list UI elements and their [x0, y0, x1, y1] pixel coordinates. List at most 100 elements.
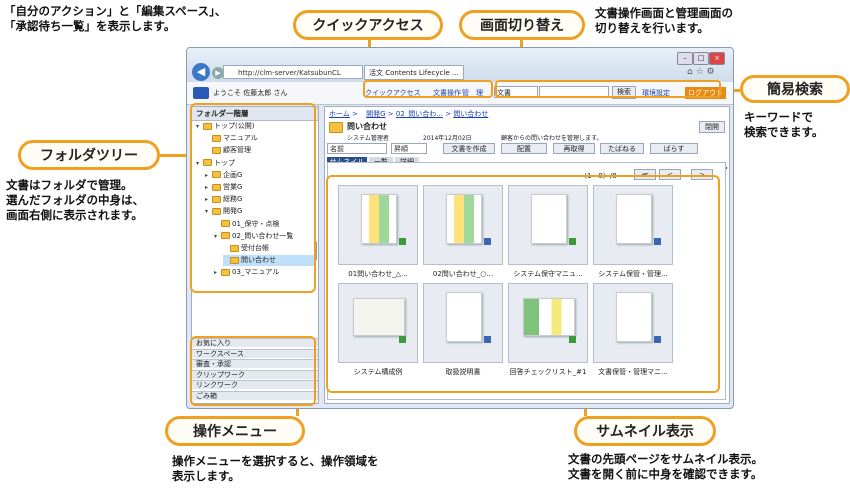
thumbnail-highlight [326, 175, 720, 393]
file-type-icon [399, 336, 406, 343]
action-button[interactable]: 配置 [501, 143, 547, 154]
sidebar-header: フォルダ一階層 [192, 107, 318, 121]
tree-item[interactable]: ▾開発G [205, 206, 242, 217]
tree-item[interactable]: 受付台帳 [223, 243, 269, 254]
quick-search-callout: 簡易検索 [740, 75, 850, 103]
maximize-icon[interactable]: □ [693, 52, 709, 65]
tree-item[interactable]: ▾トップ(公開) [196, 121, 254, 132]
tree-item[interactable]: 問い合わせ [223, 255, 316, 267]
expand-arrow-icon[interactable]: ▾ [205, 208, 209, 216]
thumbnail-card[interactable] [508, 185, 588, 265]
forward-icon[interactable]: ▶ [212, 67, 224, 79]
document-page-icon [531, 194, 567, 244]
tree-item[interactable]: ▸ 営業G [205, 182, 242, 193]
thumbnail-caption[interactable]: システム保管・管理... [598, 270, 668, 278]
tree-item[interactable]: 01_保守・点検 [214, 219, 279, 230]
tree-item-label: 営業G [223, 183, 243, 191]
order-select[interactable]: 昇順 [391, 143, 427, 154]
home-icon[interactable]: ⌂ ☆ ⚙ [687, 67, 715, 77]
tree-item-label: 01_保守・点検 [232, 219, 280, 228]
action-button[interactable]: 再取得 [553, 143, 595, 154]
file-type-icon [654, 336, 661, 343]
thumbnail-caption[interactable]: 回答チェックリスト_#1 [509, 368, 587, 376]
thumbnail-card[interactable] [338, 283, 418, 363]
collapse-arrow-icon[interactable]: ▸ [205, 171, 209, 179]
thumbnail-card[interactable] [423, 283, 503, 363]
breadcrumb-devg[interactable]: 開発G [366, 110, 386, 118]
thumbnail-card[interactable] [593, 283, 673, 363]
address-bar[interactable]: http://clm-server/KatsubunCL [223, 65, 363, 79]
action-button[interactable]: 文書を作成 [443, 143, 495, 154]
thumbnail-caption[interactable]: 01問い合わせ_△... [348, 270, 408, 278]
folder-icon [212, 171, 221, 179]
thumbnail-card[interactable] [593, 185, 673, 265]
folder-description: 顧客からの問い合わせを管理します。 [501, 135, 603, 142]
tree-item[interactable]: 顧客管理 [205, 145, 251, 156]
sort-select[interactable]: 名前 [327, 143, 387, 154]
tree-item[interactable]: ▾ トップ [196, 158, 235, 169]
folder-icon [230, 244, 239, 252]
folder-icon [230, 256, 239, 264]
tree-item-label: 02_問い合わせ一覧 [232, 231, 294, 240]
close-icon[interactable]: × [709, 52, 725, 65]
breadcrumb-home[interactable]: ホーム [329, 110, 350, 118]
thumbnail-card[interactable] [508, 283, 588, 363]
quick-access-highlight [363, 80, 493, 98]
menu-item[interactable]: リンクワーク [192, 380, 318, 389]
folder-icon [203, 159, 212, 167]
admin-link[interactable]: 管 理 [462, 89, 483, 97]
operation-menu-note: 操作メニューを選択すると、操作領域を 表示します。 [172, 454, 379, 483]
folder-date: 2014年12月02日 [423, 135, 472, 142]
file-type-icon [569, 336, 576, 343]
browser-tab[interactable]: 活文 Contents Lifecycle ... [364, 65, 464, 80]
collapse-arrow-icon[interactable]: ▸ [205, 184, 209, 191]
top-left-annotation: 「自分のアクション」と「編集スペース」、 「承認待ち一覧」を表示します。 [4, 4, 227, 33]
back-icon[interactable]: ◀ [192, 63, 210, 81]
expand-arrow-icon[interactable]: ▾ [214, 232, 218, 240]
thumbnail-caption[interactable]: システム保守マニュ... [513, 270, 583, 278]
thumbnail-card[interactable] [423, 185, 503, 265]
tree-item-label: 総務G [223, 195, 243, 204]
thumbnail-caption[interactable]: 02問い合わせ_○... [432, 270, 494, 278]
tree-item[interactable]: ▾ 02_問い合わせ一覧 [214, 231, 293, 242]
tree-item-label: マニュアル [223, 134, 258, 143]
tree-item[interactable]: ▸ 総務G [205, 194, 242, 205]
menu-item[interactable]: クリップワーク [192, 369, 318, 379]
thumbnail-caption[interactable]: 取扱説明書 [445, 368, 481, 376]
expand-arrow-icon[interactable]: ▾ [196, 123, 200, 130]
breadcrumb-current[interactable]: 問い合わせ [453, 110, 489, 118]
welcome-text: ようこそ 佐藤太郎 さん [213, 89, 288, 97]
menu-item[interactable]: ごみ箱 [192, 390, 318, 400]
browser-titlebar: ◀ ▶ http://clm-server/KatsubunCL 活文 Cont… [187, 48, 733, 82]
doc-ops-link[interactable]: 文書操作 [433, 89, 461, 97]
thumbnail-caption[interactable]: 文書保管・管理マニ... [598, 368, 668, 376]
folder-icon [212, 146, 221, 154]
menu-item[interactable]: ワークスペース [192, 348, 318, 358]
collapse-arrow-icon[interactable]: ▸ [205, 196, 209, 204]
collapse-button[interactable]: 閉開 [699, 121, 725, 133]
collapse-arrow-icon[interactable]: ▸ [214, 269, 218, 277]
tree-item[interactable]: ▸企画G [205, 170, 242, 181]
thumbnail-caption[interactable]: システム構成例 [353, 368, 403, 376]
action-button[interactable]: ばらす [650, 143, 698, 154]
settings-link[interactable]: 環境設定 [642, 89, 670, 97]
logo-icon [193, 87, 209, 99]
tree-item[interactable]: マニュアル [205, 133, 258, 144]
expand-arrow-icon[interactable]: ▾ [196, 159, 200, 167]
action-button[interactable]: たばねる [600, 143, 644, 154]
menu-item[interactable]: 審査・承認 [192, 359, 318, 368]
breadcrumb-folder[interactable]: 02_問い合わ... [395, 110, 443, 118]
quick-access-link[interactable]: クイックアクセス [365, 89, 421, 97]
file-type-icon [484, 238, 491, 245]
thumbnail-card[interactable] [338, 185, 418, 265]
minimize-icon[interactable]: – [677, 52, 693, 65]
tree-item-label: トップ [214, 158, 235, 167]
file-type-icon [654, 238, 661, 245]
thumbnail-view-note: 文書の先頭ページをサムネイル表示。 文書を開く前に中身を確認できます。 [568, 452, 764, 481]
tree-item[interactable]: ▸03_マニュアル [214, 267, 279, 278]
folder-icon [221, 220, 230, 228]
menu-item[interactable]: お気に入り [192, 338, 318, 347]
document-page-icon [523, 298, 575, 336]
search-button[interactable]: 検索 [612, 86, 636, 99]
folder-tree-note: 文書はフォルダで管理。 選んだフォルダの中身は、 画面右側に表示されます。 [6, 178, 144, 222]
